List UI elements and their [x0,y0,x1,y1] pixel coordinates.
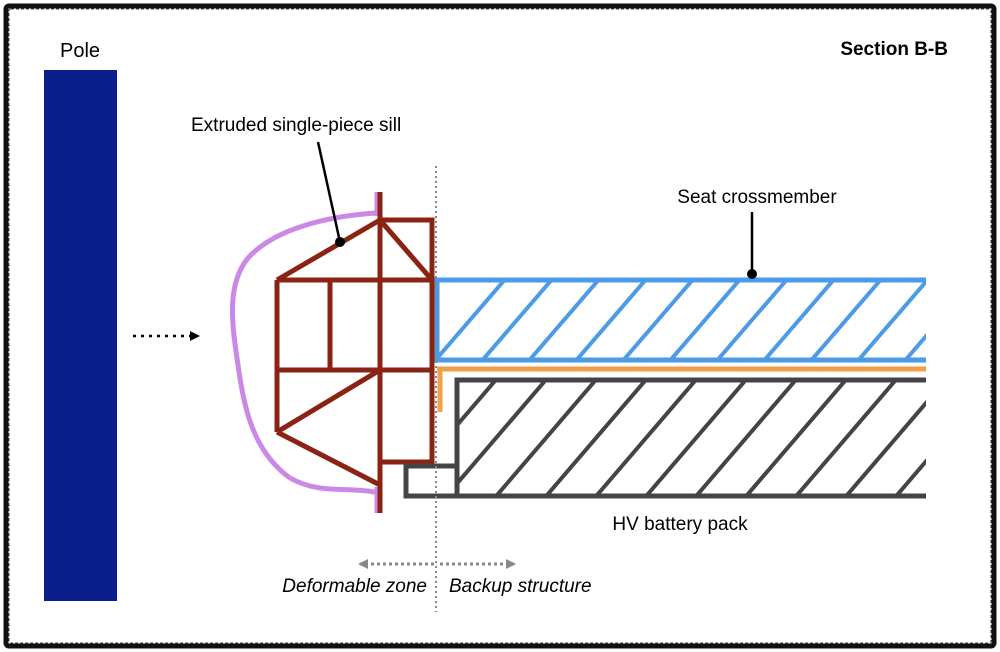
battery-pack [403,377,926,499]
sill-leader-line [316,141,342,243]
pole-label: Pole [60,40,100,62]
section-label: Section B-B [840,39,948,60]
crossmember-leader-dot [747,269,757,279]
backup-structure-label: Backup structure [449,576,592,597]
seat-crossmember [434,277,926,363]
frame-border [3,3,997,649]
sill-leader-dot [335,237,345,247]
deformable-zone-label: Deformable zone [282,576,427,597]
pole [44,70,117,601]
battery-label: HV battery pack [612,514,748,535]
crossmember-label: Seat crossmember [677,187,837,208]
extruded-sill [274,192,435,513]
interface-layer [437,366,926,412]
sill-label: Extruded single-piece sill [191,115,401,136]
outer-panel [229,210,377,495]
frame-border-inner [8,8,992,644]
